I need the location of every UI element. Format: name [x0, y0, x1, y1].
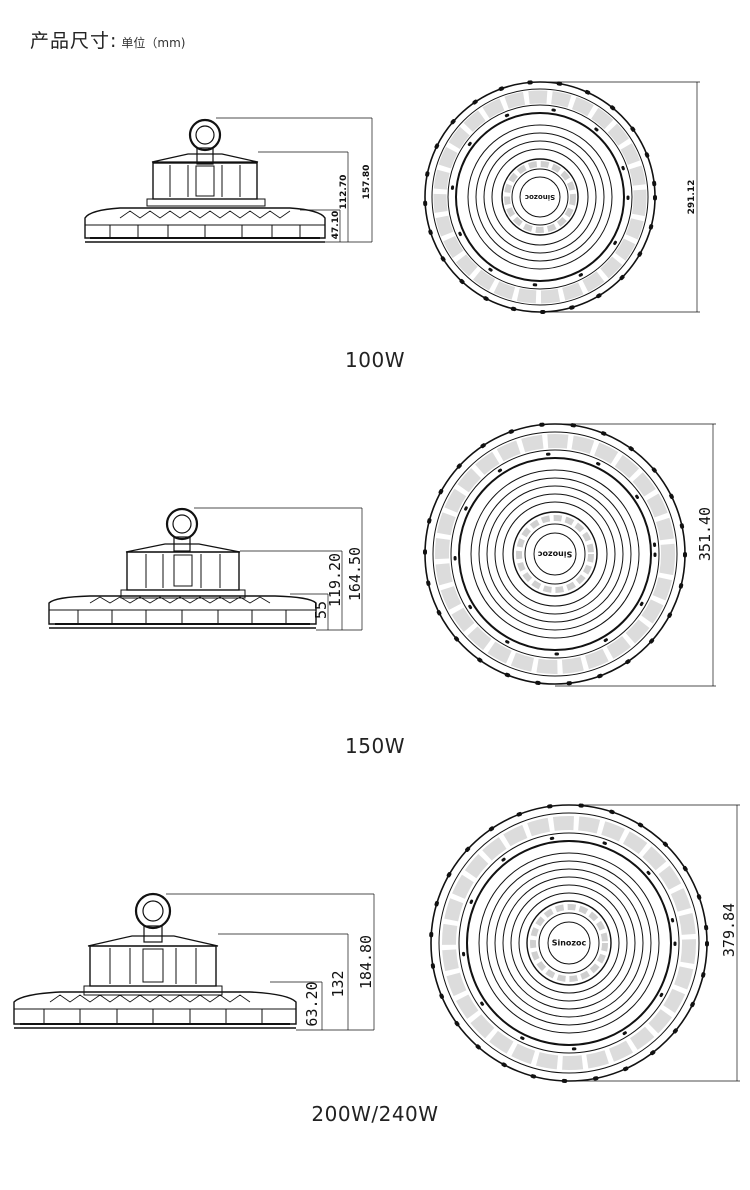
dim-diameter: 351.40: [696, 507, 714, 561]
top-view: [429, 803, 740, 1083]
model-200w-240w-drawing: 184.80 132 63.20 Sinozoc 379.84: [13, 803, 740, 1083]
dim-fin-height: 47.10: [331, 211, 341, 239]
model-150w-drawing: 164.50 119.20 55 Sinozoc 351.40: [48, 422, 716, 687]
model-caption-100w: 100W: [345, 348, 405, 372]
dim-total-height: 157.80: [362, 165, 372, 200]
model-200w-240w-section: 184.80 132 63.20 Sinozoc 379.84 200W/240…: [0, 770, 750, 1190]
unit-note: 单位（mm): [121, 36, 186, 50]
dim-body-height: 119.20: [326, 553, 344, 607]
brand-logo-text: Sinozoc: [525, 193, 555, 201]
dim-body-height: 112.70: [339, 175, 349, 210]
dim-total-height: 164.50: [346, 547, 364, 601]
side-view: [48, 507, 363, 631]
side-view: [13, 892, 375, 1031]
dim-body-height: 132: [329, 970, 347, 997]
page-title: 产品尺寸:: [30, 30, 118, 52]
side-view: [84, 117, 373, 243]
model-caption-150w: 150W: [345, 734, 405, 758]
top-view: [423, 422, 716, 687]
dim-total-height: 184.80: [357, 935, 375, 989]
model-100w-drawing: 157.80 112.70 47.10 Sinozoc 291.12: [84, 80, 700, 314]
dim-fin-height: 63.20: [303, 981, 321, 1026]
dim-fin-height: 55: [312, 601, 330, 619]
dim-diameter: 291.12: [687, 180, 697, 215]
brand-logo-text: Sinozoc: [537, 550, 572, 559]
model-caption-200w-240w: 200W/240W: [311, 1102, 439, 1126]
page-header: 产品尺寸: 单位（mm): [30, 26, 185, 53]
top-view: [423, 80, 700, 314]
model-150w-section: 164.50 119.20 55 Sinozoc 351.40 150W: [0, 380, 750, 770]
dim-diameter: 379.84: [720, 903, 738, 957]
brand-logo-text: Sinozoc: [552, 939, 587, 948]
model-100w-section: 157.80 112.70 47.10 Sinozoc 291.12 100W: [0, 0, 750, 380]
